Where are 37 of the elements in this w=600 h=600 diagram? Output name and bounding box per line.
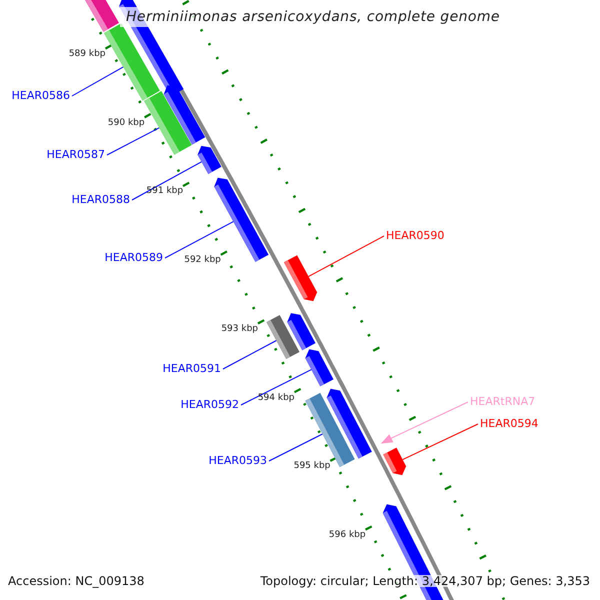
scale-label: 589 kbp bbox=[68, 50, 106, 59]
gene-block bbox=[198, 146, 222, 174]
gene-block bbox=[383, 448, 406, 476]
leader-line bbox=[222, 340, 277, 370]
gene-label: HEAR0586 bbox=[12, 90, 70, 101]
scale-label: 590 kbp bbox=[108, 118, 145, 128]
scale-label: 593 kbp bbox=[221, 324, 258, 334]
gene-label: HEAR0591 bbox=[162, 363, 221, 374]
gene-label: HEAR0592 bbox=[180, 399, 239, 410]
scale-label: 594 kbp bbox=[258, 394, 294, 403]
leader-line bbox=[132, 161, 202, 200]
gene-label: HEAR0593 bbox=[208, 455, 267, 466]
scale-label: 596 kbp bbox=[328, 531, 366, 540]
leader-line bbox=[308, 236, 384, 277]
leader-line bbox=[402, 424, 478, 460]
gene-label: HEAR0588 bbox=[72, 194, 130, 205]
scale-label: 592 kbp bbox=[184, 256, 221, 266]
leader-line bbox=[72, 66, 124, 96]
gene-label: HEAR0587 bbox=[46, 149, 105, 160]
gene-label: HEARtRNA7 bbox=[470, 396, 536, 407]
gene-block bbox=[284, 255, 318, 302]
leader-line bbox=[106, 127, 160, 156]
gene-label: HEAR0590 bbox=[386, 230, 444, 241]
gene-label: HEAR0589 bbox=[104, 252, 163, 263]
genome-info-text: Topology: circular; Length: 3,424,307 bp; Genes: 3,353 bbox=[260, 575, 590, 587]
gene-label: HEAR0594 bbox=[480, 418, 538, 429]
scale-label: 595 kbp bbox=[294, 462, 330, 472]
leader-line bbox=[390, 402, 468, 439]
leader-line bbox=[240, 369, 312, 406]
trna-marker bbox=[380, 434, 394, 444]
leader-line bbox=[164, 221, 234, 258]
gene-block bbox=[266, 315, 300, 359]
gene-block bbox=[144, 91, 192, 155]
leader-line bbox=[268, 434, 323, 462]
accession-text: Accession: NC_009138 bbox=[8, 575, 144, 587]
gene-block bbox=[305, 349, 334, 386]
scale-label: 591 kbp bbox=[146, 187, 184, 196]
